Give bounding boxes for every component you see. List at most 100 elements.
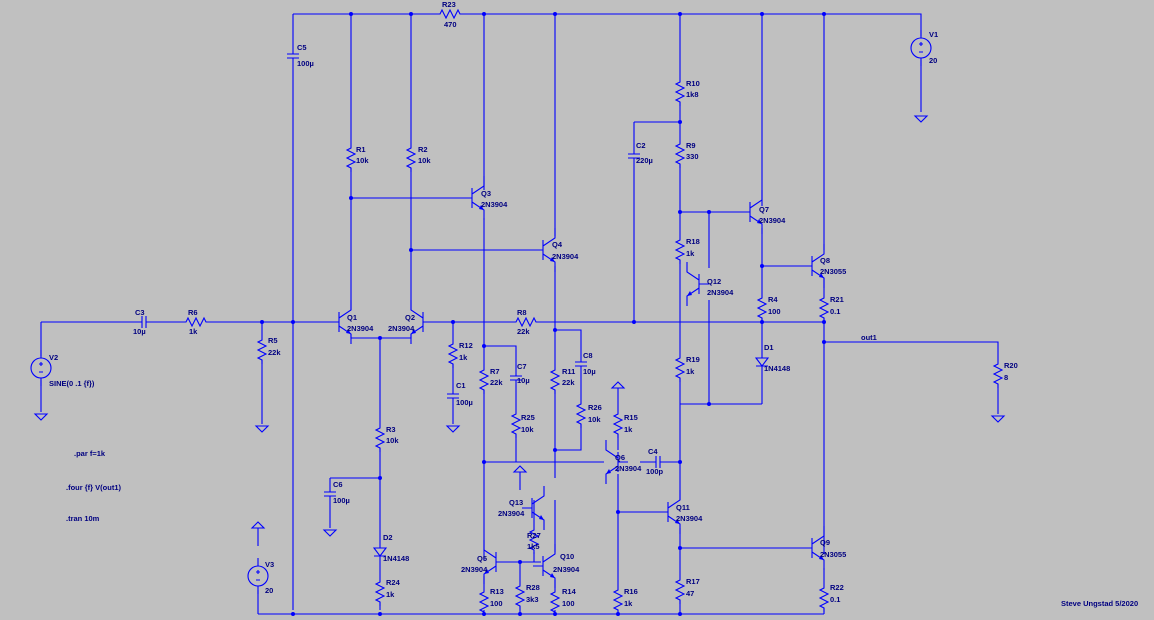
r11-value: 22k <box>562 378 575 387</box>
r21-value: 0.1 <box>830 307 840 316</box>
r13-label: R13 <box>490 587 504 596</box>
resistor-r7[interactable]: R7 22k <box>479 365 503 395</box>
resistor-r11[interactable]: R11 22k <box>550 365 575 395</box>
resistor-r19[interactable]: R19 1k <box>675 353 700 383</box>
transistor-q4[interactable]: Q4 2N3904 <box>532 227 579 273</box>
directive-tran[interactable]: .tran 10m <box>66 514 100 523</box>
resistor-r2[interactable]: R2 10k <box>406 143 431 173</box>
transistor-q11[interactable]: Q11 2N3904 <box>657 489 703 535</box>
r6-value: 1k <box>189 327 198 336</box>
junction-dots <box>260 12 826 616</box>
resistor-r14[interactable]: R14 100 <box>550 587 577 617</box>
r21-label: R21 <box>830 295 844 304</box>
c4-value: 100p <box>646 467 664 476</box>
r28-value: 3k3 <box>526 595 539 604</box>
resistor-r1[interactable]: R1 10k <box>346 143 369 173</box>
transistor-q9[interactable]: Q9 2N3055 <box>801 525 846 571</box>
resistor-r20[interactable]: R20 8 <box>991 359 1018 423</box>
resistor-r12[interactable]: R12 1k <box>448 339 473 369</box>
resistor-r3[interactable]: R3 10k <box>375 423 399 453</box>
transistor-q12[interactable]: Q12 2N3904 <box>686 261 734 307</box>
transistor-q10[interactable]: Q10 2N3904 <box>532 543 580 589</box>
c7-label: C7 <box>517 362 527 371</box>
q11-value: 2N3904 <box>676 514 703 523</box>
c3-value: 10µ <box>133 327 146 336</box>
resistor-r9[interactable]: R9 330 <box>675 139 699 169</box>
resistor-r28[interactable]: R28 3k3 <box>515 581 540 611</box>
wires <box>40 13 999 615</box>
transistor-q2[interactable]: Q2 2N3904 <box>388 299 434 345</box>
q12-label: Q12 <box>707 277 721 286</box>
c1-label: C1 <box>456 381 466 390</box>
r12-label: R12 <box>459 341 473 350</box>
resistor-r17[interactable]: R17 47 <box>675 575 700 605</box>
diode-d1[interactable]: D1 1N4148 <box>755 343 790 375</box>
r19-value: 1k <box>686 367 695 376</box>
transistor-q8[interactable]: Q8 2N3055 <box>801 243 846 289</box>
voltage-source-v3[interactable]: V3 20 <box>247 521 274 595</box>
resistor-r21[interactable]: R21 0.1 <box>819 293 844 323</box>
resistor-r26[interactable]: R26 10k <box>576 399 602 429</box>
directive-param[interactable]: .par f=1k <box>74 449 106 458</box>
resistor-r10[interactable]: R10 1k8 <box>675 77 700 107</box>
transistor-q1[interactable]: Q1 2N3904 <box>328 299 374 345</box>
resistor-r8[interactable]: R8 22k <box>511 308 541 336</box>
r24-label: R24 <box>386 578 401 587</box>
r26-value: 10k <box>588 415 601 424</box>
transistor-q7[interactable]: Q7 2N3904 <box>739 189 786 235</box>
q3-label: Q3 <box>481 189 491 198</box>
resistor-r16[interactable]: R16 1k <box>613 585 638 615</box>
capacitor-c2[interactable]: C2 220µ <box>627 141 653 169</box>
voltage-source-v1[interactable]: V1 20 <box>910 29 938 123</box>
r15-value: 1k <box>624 425 633 434</box>
r14-value: 100 <box>562 599 575 608</box>
q4-label: Q4 <box>552 240 563 249</box>
r1-value: 10k <box>356 156 369 165</box>
r5-value: 22k <box>268 348 281 357</box>
c8-label: C8 <box>583 351 593 360</box>
capacitor-c3[interactable]: C3 10µ <box>131 308 157 336</box>
voltage-source-v2[interactable]: V2 SINE(0 .1 {f}) <box>30 349 95 421</box>
resistor-r18[interactable]: R18 1k <box>675 235 700 265</box>
resistor-r22[interactable]: R22 0.1 <box>819 583 844 613</box>
capacitor-c6[interactable]: C6 100µ <box>323 480 350 537</box>
resistor-r13[interactable]: R13 100 <box>479 587 504 617</box>
resistor-r15[interactable]: R15 1k <box>611 381 638 439</box>
resistor-r25[interactable]: R25 10k <box>511 409 535 439</box>
resistor-r4[interactable]: R4 100 <box>757 293 781 323</box>
c4-label: C4 <box>648 447 658 456</box>
r27-label: R27 <box>527 531 541 540</box>
diode-d2[interactable]: D2 1N4148 <box>373 533 409 565</box>
capacitor-c5[interactable]: C5 100µ <box>286 43 314 69</box>
r3-value: 10k <box>386 436 399 445</box>
resistor-r23[interactable]: R23 470 <box>435 0 465 29</box>
r6-label: R6 <box>188 308 198 317</box>
resistor-r5[interactable]: R5 22k <box>255 335 281 433</box>
q12-value: 2N3904 <box>707 288 734 297</box>
resistor-r24[interactable]: R24 1k <box>375 577 401 607</box>
transistor-q6[interactable]: Q6 2N3904 <box>605 439 642 485</box>
r9-label: R9 <box>686 141 696 150</box>
c8-value: 10µ <box>583 367 596 376</box>
r11-label: R11 <box>562 367 575 376</box>
directive-four[interactable]: .four {f} V(out1) <box>66 483 121 492</box>
q1-label: Q1 <box>347 313 357 322</box>
r8-value: 22k <box>517 327 530 336</box>
q13-label: Q13 <box>509 498 523 507</box>
capacitor-c1[interactable]: C1 100µ <box>446 381 473 433</box>
resistor-r27[interactable]: R27 1k5 <box>527 525 541 555</box>
transistor-q13[interactable]: Q13 2N3904 <box>498 465 545 531</box>
capacitor-c7[interactable]: C7 10µ <box>509 362 530 391</box>
capacitor-c4[interactable]: C4 100p <box>645 447 671 476</box>
q10-value: 2N3904 <box>553 565 580 574</box>
transistor-q3[interactable]: Q3 2N3904 <box>461 175 508 221</box>
transistor-q5[interactable]: Q5 2N3904 <box>461 539 507 585</box>
q9-value: 2N3055 <box>820 550 846 559</box>
r24-value: 1k <box>386 590 395 599</box>
resistor-r6[interactable]: R6 1k <box>181 308 211 336</box>
q4-value: 2N3904 <box>552 252 579 261</box>
q8-label: Q8 <box>820 256 830 265</box>
capacitor-c8[interactable]: C8 10µ <box>574 351 596 377</box>
r7-label: R7 <box>490 367 500 376</box>
